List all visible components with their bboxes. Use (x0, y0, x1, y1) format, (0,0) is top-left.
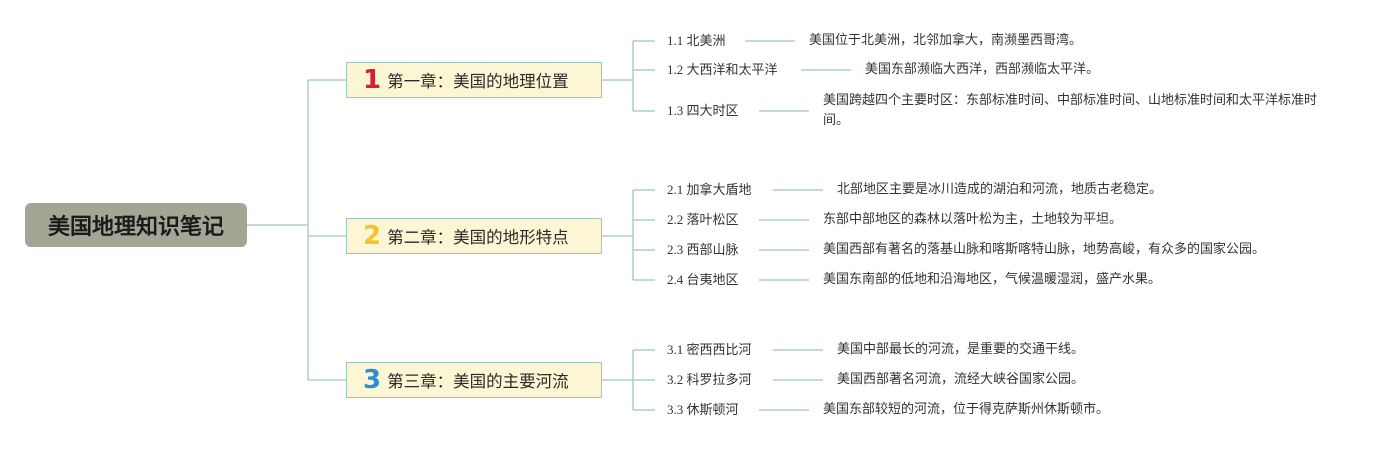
chapter-title-3: 第三章：美国的主要河流 (387, 372, 569, 391)
chapter-node-3[interactable]: 3 第三章：美国的主要河流 (346, 362, 602, 398)
root-node[interactable]: 美国地理知识笔记 (25, 203, 247, 247)
description-2-4: 美国东南部的低地和沿海地区，气候温暖湿润，盛产水果。 (823, 272, 1162, 287)
description-3-3: 美国东部较短的河流，位于得克萨斯州休斯顿市。 (823, 402, 1110, 417)
chapter-number-3: 3 (363, 365, 382, 395)
chapter-node-1[interactable]: 1 第一章：美国的地理位置 (346, 62, 602, 98)
topic-1-1[interactable]: 1.1 北美洲 (667, 33, 726, 48)
topic-1-2[interactable]: 1.2 大西洋和太平洋 (667, 62, 778, 77)
description-1-2: 美国东部濒临大西洋，西部濒临太平洋。 (865, 62, 1100, 77)
chapter-number-2: 2 (363, 221, 382, 251)
topic-2-1[interactable]: 2.1 加拿大盾地 (667, 182, 752, 197)
topic-2-2[interactable]: 2.2 落叶松区 (667, 212, 739, 227)
chapter-node-2[interactable]: 2 第二章：美国的地形特点 (346, 218, 602, 254)
topic-1-3[interactable]: 1.3 四大时区 (667, 103, 739, 118)
topic-3-3[interactable]: 3.3 休斯顿河 (667, 402, 739, 417)
description-2-3: 美国西部有著名的落基山脉和喀斯喀特山脉，地势高峻，有众多的国家公园。 (823, 242, 1266, 257)
description-1-3: 美国跨越四个主要时区：东部标准时间、中部标准时间、山地标准时间和太平洋标准时间。 (823, 93, 1318, 128)
topic-3-1[interactable]: 3.1 密西西比河 (667, 342, 752, 357)
description-3-1: 美国中部最长的河流，是重要的交通干线。 (837, 342, 1085, 357)
description-2-2: 东部中部地区的森林以落叶松为主，土地较为平坦。 (823, 212, 1123, 227)
topic-2-3[interactable]: 2.3 西部山脉 (667, 242, 739, 257)
root-title: 美国地理知识笔记 (47, 215, 224, 240)
description-1-1: 美国位于北美洲，北邻加拿大，南濒墨西哥湾。 (809, 33, 1083, 48)
description-2-1: 北部地区主要是冰川造成的湖泊和河流，地质古老稳定。 (837, 182, 1163, 197)
chapter-title-1: 第一章：美国的地理位置 (387, 72, 569, 91)
description-3-2: 美国西部著名河流，流经大峡谷国家公园。 (837, 372, 1085, 387)
chapter-title-2: 第二章：美国的地形特点 (387, 228, 569, 247)
topic-2-4[interactable]: 2.4 台夷地区 (667, 272, 739, 287)
topic-3-2[interactable]: 3.2 科罗拉多河 (667, 372, 752, 387)
chapter-number-1: 1 (363, 65, 382, 95)
